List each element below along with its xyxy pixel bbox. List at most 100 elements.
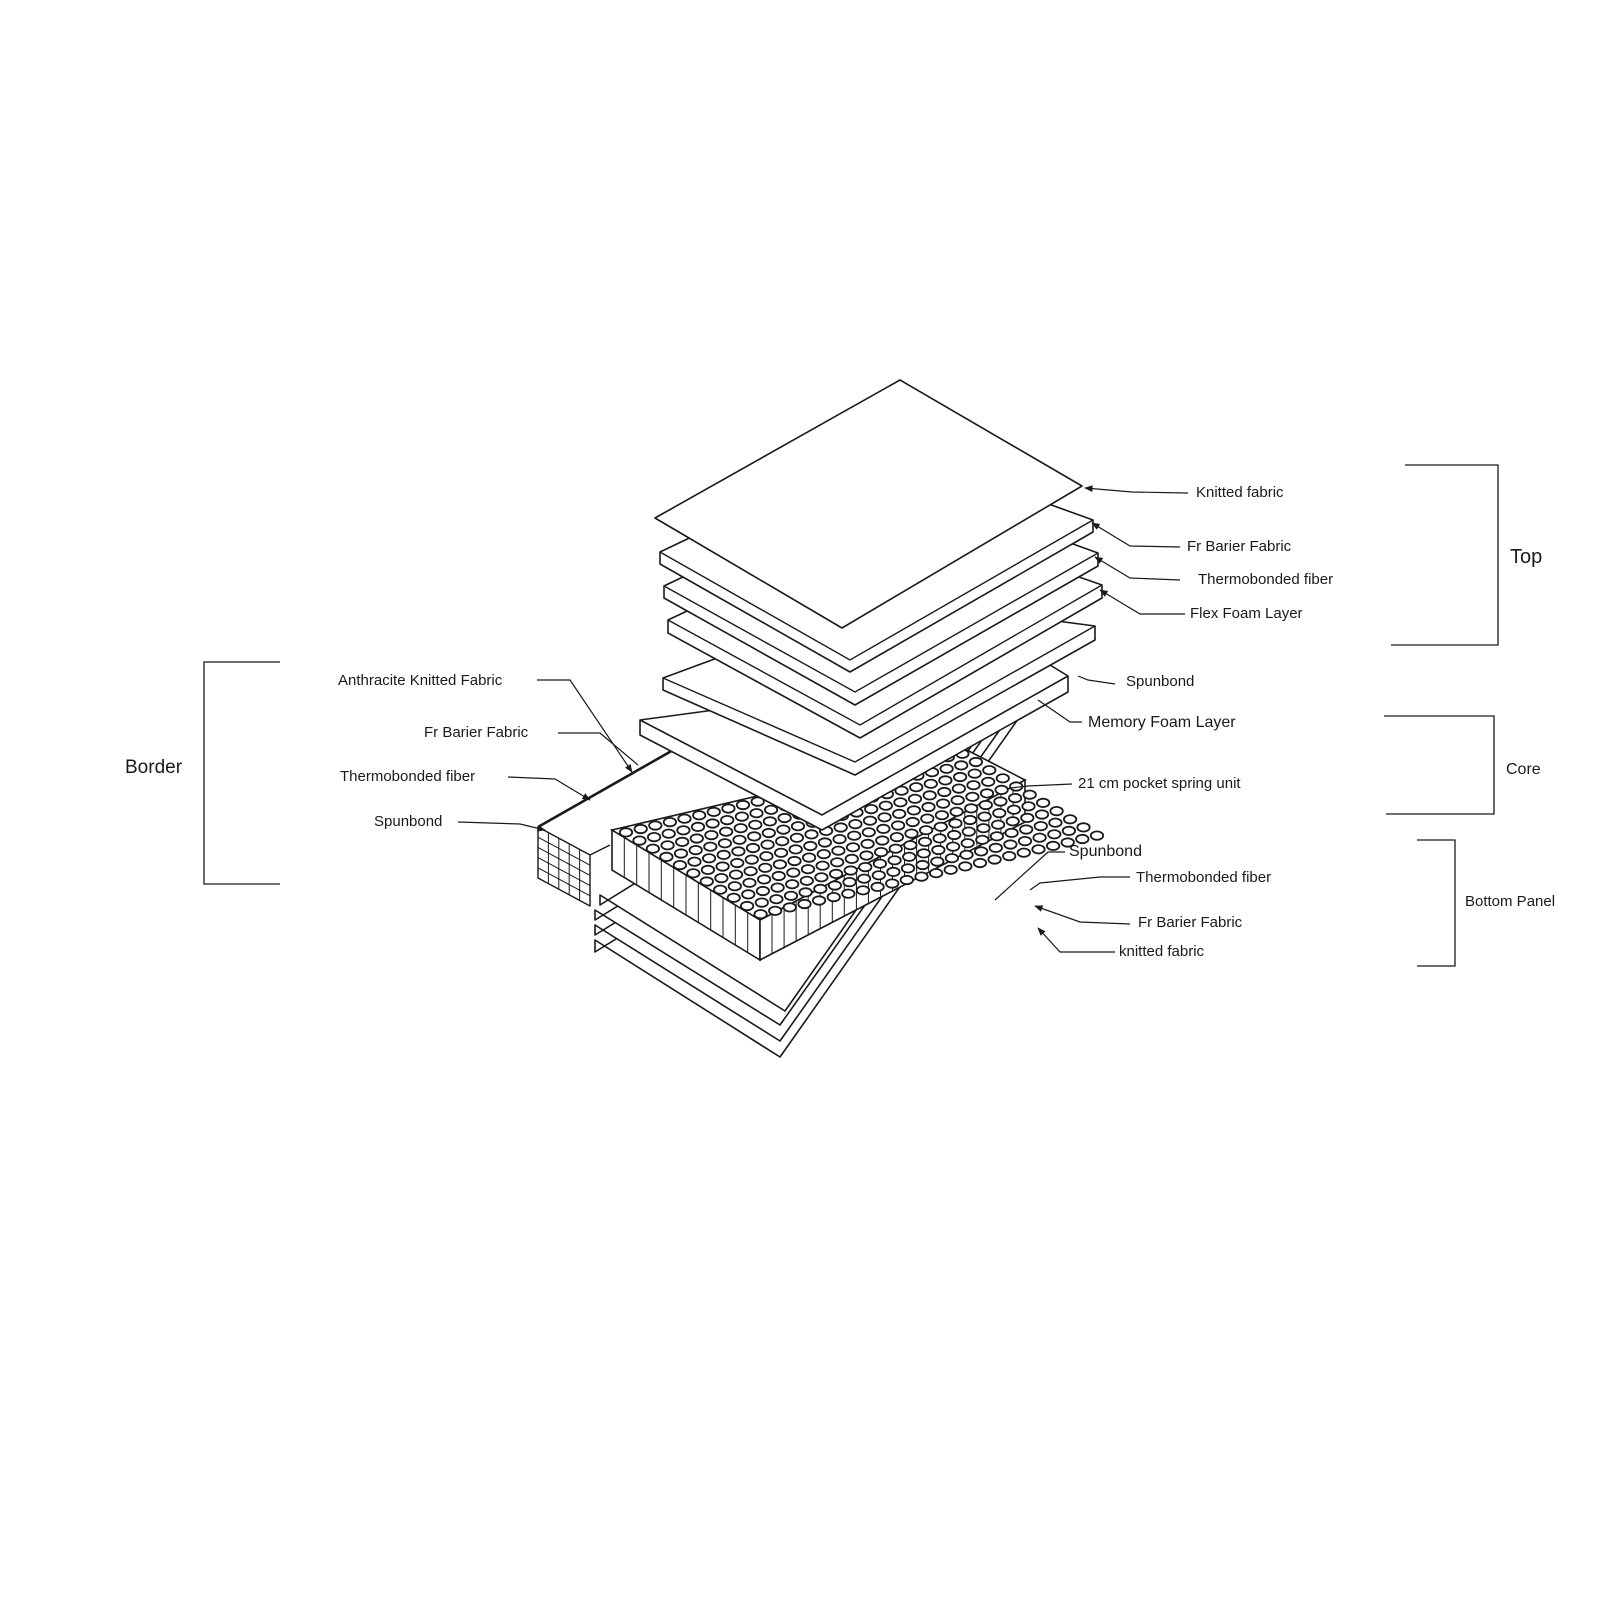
spring-coil <box>701 853 717 864</box>
label-flex-foam-layer: Flex Foam Layer <box>1190 605 1303 622</box>
label-top-thermobonded-fiber: Thermobonded fiber <box>1198 571 1333 588</box>
spring-coil <box>909 782 924 793</box>
spring-coil <box>1060 837 1075 848</box>
border-edge-line <box>537 743 683 829</box>
label-border-spunbond: Spunbond <box>374 813 442 830</box>
spring-coil <box>832 833 847 845</box>
spring-coil <box>959 849 974 860</box>
spring-coil <box>845 842 861 853</box>
core-bracket <box>1384 715 1495 815</box>
spring-coil <box>675 836 690 848</box>
spring-coil <box>717 838 733 849</box>
spring-coil <box>747 831 762 842</box>
spring-coil <box>1036 797 1051 809</box>
spring-coil <box>690 821 706 833</box>
spring-coil <box>1020 812 1035 824</box>
spring-coil <box>785 879 800 890</box>
pocket-spring-unit <box>609 747 1105 962</box>
spring-coil <box>731 846 746 857</box>
spring-coil <box>954 760 969 771</box>
spring-coil <box>1061 825 1077 837</box>
spring-coil <box>981 776 996 787</box>
spring-coil <box>735 799 751 811</box>
spring-coil <box>689 833 704 844</box>
spring-coil <box>775 836 790 847</box>
spring-coil <box>743 866 758 877</box>
spring-coil <box>972 857 988 869</box>
spring-coil <box>1007 792 1023 804</box>
spring-coil <box>1063 814 1078 825</box>
spring-coil <box>1031 844 1046 855</box>
spring-coil <box>976 823 991 834</box>
spring-coil <box>754 897 769 908</box>
spring-coil <box>844 853 859 865</box>
spring-coil <box>773 847 789 858</box>
spring-coil <box>788 844 803 855</box>
group-label-border: Border <box>125 757 183 778</box>
spring-coil <box>975 834 990 845</box>
spring-coil <box>715 861 730 872</box>
spring-coil <box>943 864 958 875</box>
spring-coil <box>1019 824 1034 835</box>
spring-coil <box>755 885 771 897</box>
spring-coil <box>700 864 716 876</box>
spring-coil <box>958 861 973 872</box>
spring-coil <box>847 830 862 841</box>
spring-coil <box>676 825 691 836</box>
spring-coil <box>914 871 929 882</box>
spring-coil <box>862 815 878 826</box>
spring-coil <box>918 825 934 836</box>
spring-coil <box>728 869 744 880</box>
spring-coil <box>964 803 979 814</box>
spring-coil <box>1089 830 1105 841</box>
spring-coil <box>739 900 755 912</box>
spring-coil <box>761 827 776 839</box>
spring-coil <box>744 854 759 865</box>
spring-coil <box>750 796 765 807</box>
spring-coil <box>776 824 791 835</box>
label-border-anthracite: Anthracite Knitted Fabric <box>338 672 503 689</box>
spring-coil <box>907 793 923 804</box>
spring-coil <box>989 831 1005 842</box>
spring-coil <box>770 882 785 893</box>
spring-coil <box>873 846 889 858</box>
spring-coil <box>803 840 818 852</box>
spring-coil <box>1048 817 1063 828</box>
spring-coil <box>887 855 902 866</box>
spring-coil <box>786 867 801 878</box>
label-top-barrier-fabric: Fr Barier Fabric <box>1187 538 1292 555</box>
spring-coil <box>949 806 964 817</box>
spring-coil <box>1003 839 1018 850</box>
spring-coil <box>889 831 905 843</box>
spring-coil <box>828 868 844 880</box>
spring-coil <box>947 829 962 841</box>
spring-coil <box>935 798 951 809</box>
spring-coil <box>648 820 663 831</box>
spring-coil <box>841 888 856 899</box>
spring-coil <box>660 840 675 851</box>
spring-coil <box>826 891 841 903</box>
spring-coil <box>699 876 714 887</box>
spring-coil <box>813 883 828 895</box>
spring-coil <box>945 841 961 852</box>
spring-coil <box>833 822 848 833</box>
group-brackets <box>203 464 1499 967</box>
spring-coil <box>900 863 916 874</box>
spring-coil <box>861 827 876 838</box>
spring-coil <box>990 819 1006 830</box>
spring-coil <box>659 851 674 863</box>
spring-coil <box>890 820 906 831</box>
spring-coil <box>886 866 901 878</box>
spring-coil <box>705 818 720 829</box>
spring-coil <box>692 810 707 821</box>
spring-coil <box>894 785 909 796</box>
spring-coil <box>703 841 718 852</box>
spring-coil <box>870 881 885 893</box>
spring-coil <box>772 859 788 870</box>
spring-coil <box>906 805 922 816</box>
spring-coil <box>741 889 756 900</box>
spring-coil <box>662 816 678 828</box>
spring-coil <box>814 872 829 883</box>
spring-coil <box>951 783 967 794</box>
spring-coil <box>763 804 779 815</box>
